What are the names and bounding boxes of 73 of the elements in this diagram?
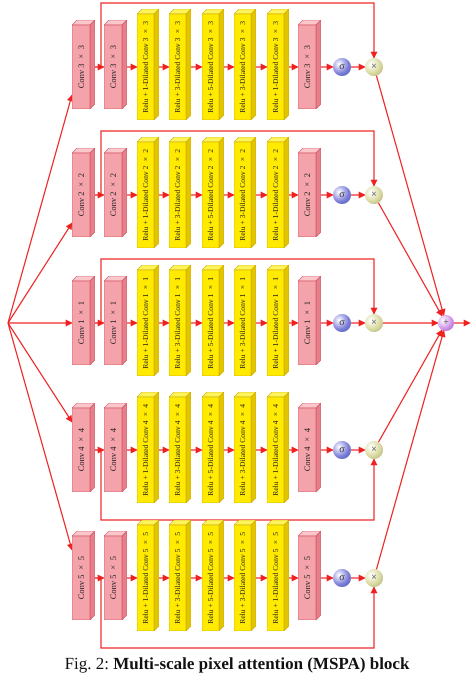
sigmoid-circle: σ	[333, 58, 351, 76]
arrow	[321, 574, 334, 582]
arrow	[289, 446, 299, 454]
arrow	[351, 64, 366, 70]
arrow	[95, 446, 105, 454]
arrow	[159, 64, 170, 70]
arrow	[95, 574, 105, 582]
arrow	[378, 202, 443, 317]
arrow	[95, 192, 105, 198]
arrow	[224, 192, 235, 198]
arrow	[289, 192, 299, 198]
sigmoid-circle: σ	[333, 569, 351, 587]
arrow	[95, 130, 378, 196]
arrow	[127, 192, 138, 198]
arrow	[256, 446, 268, 454]
arrow	[159, 574, 170, 582]
arrow	[224, 64, 235, 70]
arrow	[7, 94, 74, 324]
arrow	[351, 192, 366, 198]
arrow	[127, 446, 138, 454]
arrow	[191, 64, 203, 70]
arrow	[321, 320, 334, 326]
arrow	[224, 446, 235, 454]
arrow	[159, 320, 170, 326]
arrow	[95, 577, 378, 649]
multiply-circle: ×	[365, 569, 383, 587]
arrow	[376, 76, 446, 316]
arrow	[256, 320, 268, 326]
arrow	[454, 320, 471, 326]
arrow	[321, 192, 334, 198]
multiply-circle: ×	[365, 58, 383, 76]
arrow	[159, 192, 170, 198]
arrow	[95, 64, 105, 70]
arrow	[378, 329, 443, 442]
arrow	[289, 320, 299, 326]
arrow	[95, 449, 378, 521]
arrow	[127, 574, 138, 582]
multiply-circle: ×	[365, 186, 383, 204]
arrow	[8, 320, 73, 326]
arrow	[289, 574, 299, 582]
sigmoid-circle: σ	[333, 441, 351, 459]
arrow	[351, 446, 366, 454]
arrow	[376, 330, 446, 570]
arrow	[127, 320, 138, 326]
arrow	[95, 320, 105, 326]
multiply-circle: ×	[365, 314, 383, 332]
arrow	[95, 258, 378, 324]
arrow	[191, 320, 203, 326]
arrow	[289, 64, 299, 70]
arrow	[224, 320, 235, 326]
arrow	[191, 446, 203, 454]
arrow	[383, 320, 439, 326]
arrow	[191, 574, 203, 582]
arrow	[256, 64, 268, 70]
arrow	[256, 192, 268, 198]
arrow	[351, 574, 366, 582]
add-circle: +	[438, 315, 454, 331]
arrow	[321, 64, 334, 70]
arrow	[191, 192, 203, 198]
arrow	[8, 222, 72, 324]
figure-caption: Fig. 2: Multi-scale pixel attention (MSPA) block	[64, 654, 410, 674]
arrow	[321, 446, 334, 454]
arrow	[127, 64, 138, 70]
multiply-circle: ×	[365, 441, 383, 459]
arrow	[159, 446, 170, 454]
arrow	[351, 320, 366, 326]
arrow	[8, 322, 72, 423]
sigmoid-circle: σ	[333, 186, 351, 204]
sigmoid-circle: σ	[333, 314, 351, 332]
arrow	[256, 574, 268, 582]
arrow	[224, 574, 235, 582]
arrow	[95, 2, 378, 68]
arrow	[7, 322, 74, 551]
